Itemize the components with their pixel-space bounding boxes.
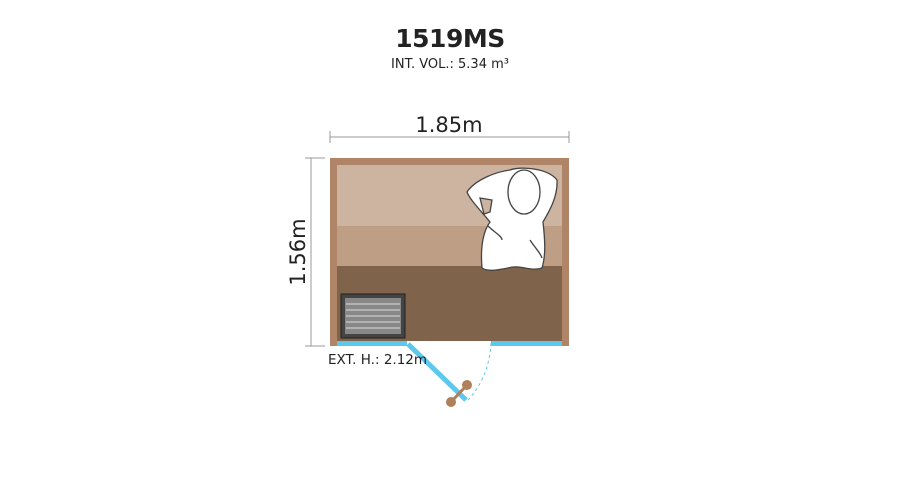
depth-label: 1.56m [286,218,310,285]
model-title: 1519MS [395,24,505,53]
external-height: EXT. H.: 2.12m [328,352,427,368]
door-handle-icon [446,380,472,407]
heater-icon [340,293,406,339]
glass-front-left [337,341,407,346]
glass-front-right [491,341,562,346]
glass-door [406,342,468,402]
width-label: 1.85m [415,113,482,137]
width-dimension: 1.85m [329,113,570,143]
depth-dimension: 1.56m [286,157,325,347]
door-swing-arc [467,342,492,401]
person-icon [466,167,558,271]
internal-volume: INT. VOL.: 5.34 m³ [391,57,509,72]
